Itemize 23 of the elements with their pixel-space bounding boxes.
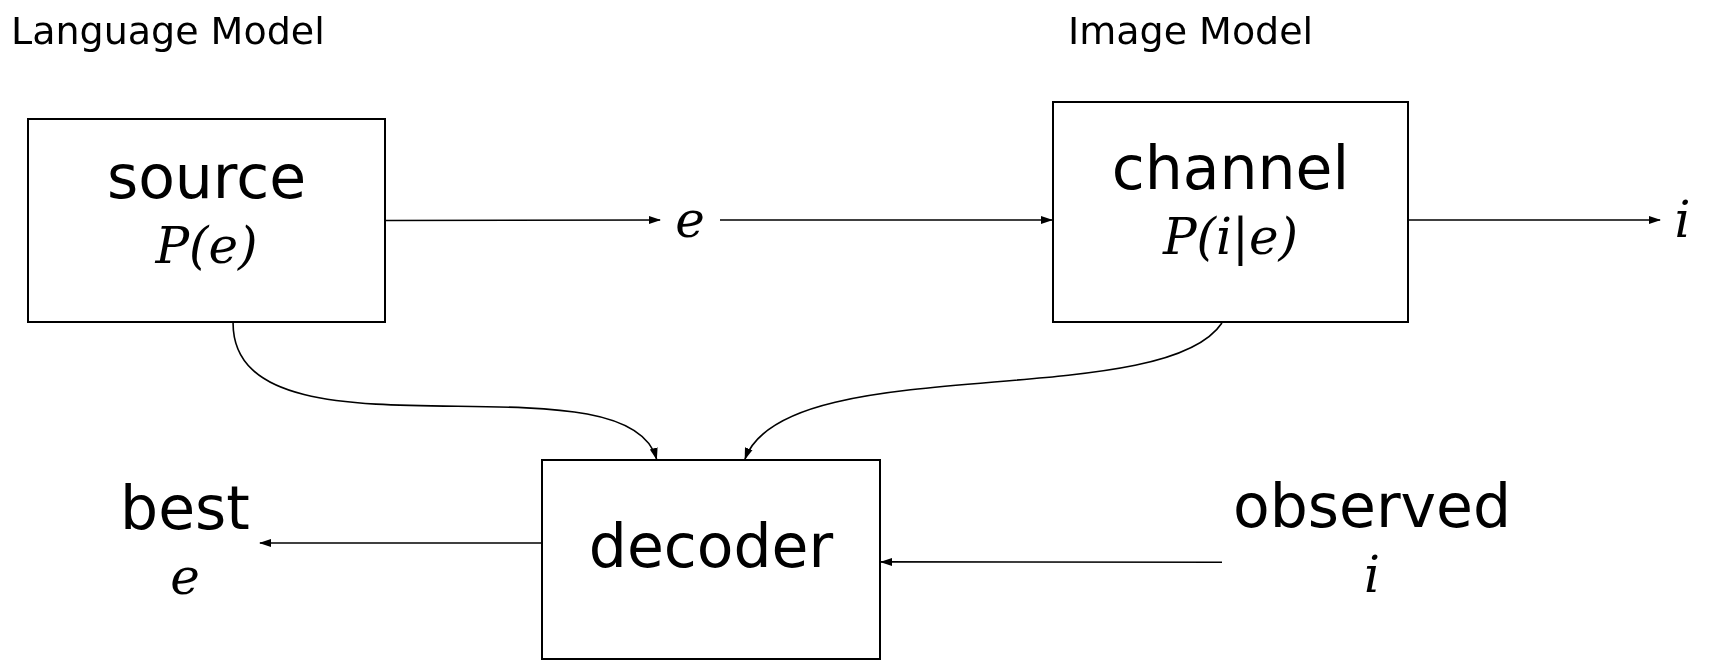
box-title: decoder xyxy=(588,510,834,583)
arrow xyxy=(259,539,542,547)
arrow xyxy=(744,322,1223,460)
arrow xyxy=(385,216,661,224)
math-expression: i xyxy=(1674,189,1691,251)
math-expression: P(e) xyxy=(155,216,258,277)
model-heading: Image Model xyxy=(1068,12,1314,50)
arrow xyxy=(719,216,1053,224)
math-expression: i xyxy=(1364,544,1380,606)
arrow xyxy=(880,557,1223,566)
math-expression: e xyxy=(675,189,705,251)
box-title: best xyxy=(120,472,250,546)
arrow xyxy=(232,322,658,460)
process-box xyxy=(1052,101,1409,323)
arrow xyxy=(1408,216,1661,224)
box-title: channel xyxy=(1111,132,1350,205)
box-title: observed xyxy=(1232,469,1512,543)
model-heading: Language Model xyxy=(11,12,325,50)
process-box xyxy=(541,459,881,660)
box-title: source xyxy=(106,141,307,214)
math-expression: P(i|e) xyxy=(1162,207,1299,268)
process-box xyxy=(27,118,386,323)
math-expression: e xyxy=(170,547,200,609)
